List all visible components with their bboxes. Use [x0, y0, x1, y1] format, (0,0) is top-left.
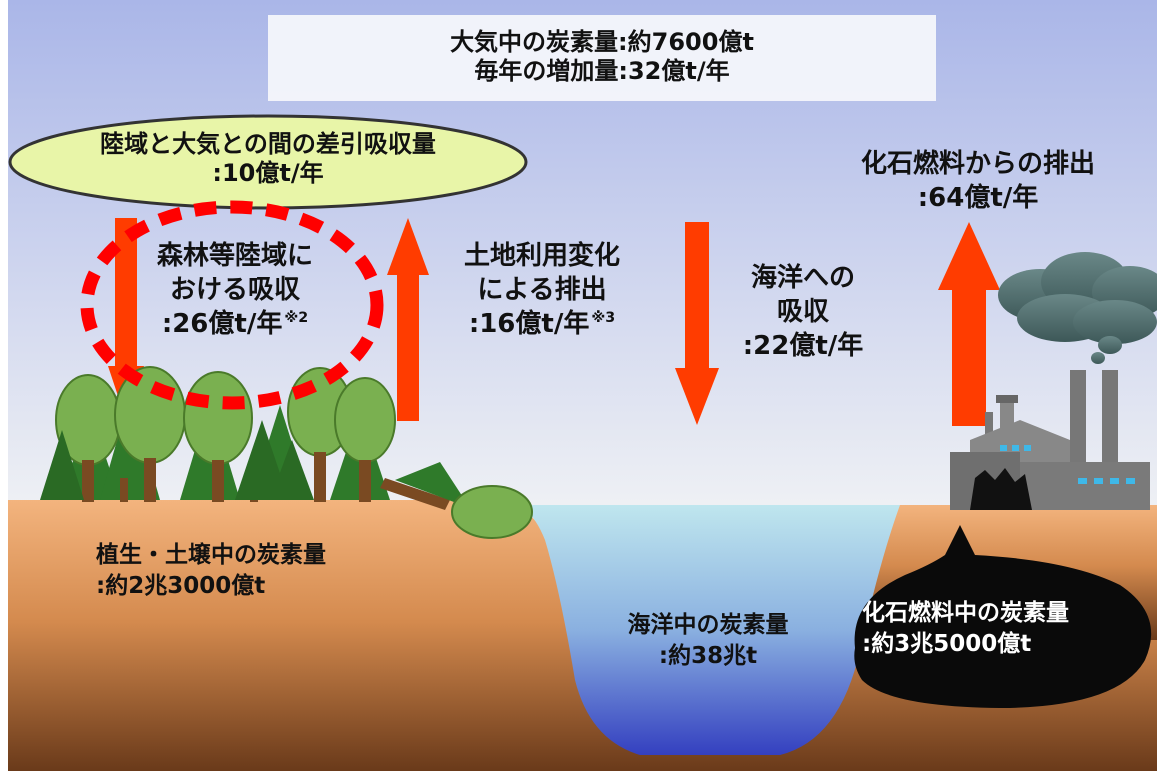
factory — [950, 370, 1150, 510]
ocean-absorption-line2: 吸収 — [776, 296, 829, 327]
land-net-label: 陸域と大気との間の差引吸収量 :10億t/年 — [20, 130, 516, 189]
fossil-emission-label: 化石燃料からの排出 :64億t/年 — [808, 148, 1148, 216]
atmosphere-label: 大気中の炭素量:約7600億t 毎年の増加量:32億t/年 — [268, 28, 936, 87]
vegetation-soil-line1: 植生・土壌中の炭素量 — [96, 542, 326, 568]
fossil-reserve-line2: :約3兆5000億t — [862, 631, 1032, 658]
forest-absorption-line2: おける吸収 — [169, 274, 300, 305]
ocean-absorption-label: 海洋への 吸収 :22億t/年 — [718, 262, 888, 363]
forest-absorption-label: 森林等陸域に おける吸収 :26億t/年※2 — [120, 240, 350, 341]
fossil-emission-line1: 化石燃料からの排出 — [860, 149, 1095, 179]
ocean-carbon-line1: 海洋中の炭素量 — [627, 612, 789, 638]
ocean-absorption-line3: :22億t/年 — [742, 330, 864, 361]
land-net-line1: 陸域と大気との間の差引吸収量 — [100, 130, 436, 158]
ocean-absorption-line1: 海洋への — [750, 263, 855, 293]
ocean-carbon-label: 海洋中の炭素量 :約38兆t — [578, 610, 838, 672]
ocean-carbon-line2: :約38兆t — [658, 643, 758, 670]
land-net-line2: :10億t/年 — [212, 159, 324, 188]
highlight-dashed-circle — [80, 200, 384, 410]
forest-absorption-value: :26億t/年 — [161, 308, 283, 339]
land-use-emission-arrow — [387, 218, 429, 421]
forest-absorption-line1: 森林等陸域に — [156, 241, 313, 271]
ocean-absorption-arrow — [675, 222, 719, 425]
land-use-label: 土地利用変化 による排出 :16億t/年※3 — [422, 240, 662, 341]
land-use-line1: 土地利用変化 — [463, 241, 620, 271]
land-use-note: ※3 — [591, 309, 616, 326]
vegetation-soil-label: 植生・土壌中の炭素量 :約2兆3000億t — [96, 540, 326, 602]
atmosphere-line2: 毎年の増加量:32億t/年 — [474, 57, 730, 86]
ocean-basin — [520, 505, 900, 755]
atmosphere-line1: 大気中の炭素量:約7600億t — [450, 28, 754, 56]
forest-absorption-note: ※2 — [284, 309, 309, 326]
fossil-emission-arrow — [938, 222, 1000, 426]
atmosphere-box — [268, 15, 936, 101]
land-use-line3: :16億t/年※3 — [422, 308, 662, 342]
fallen-tree — [380, 462, 533, 539]
land-use-line2: による排出 — [477, 274, 607, 305]
fossil-reserve-blob — [854, 525, 1152, 708]
soil-ground — [8, 500, 1157, 771]
fossil-reserve-label: 化石燃料中の炭素量 :約3兆5000億t — [862, 598, 1069, 660]
fossil-reserve-line1: 化石燃料中の炭素量 — [862, 600, 1069, 626]
fossil-emission-line2: :64億t/年 — [917, 182, 1039, 213]
land-use-value: :16億t/年 — [468, 308, 590, 339]
smoke-cloud — [998, 252, 1157, 364]
forest-absorption-line3: :26億t/年※2 — [120, 308, 350, 342]
vegetation-soil-line2: :約2兆3000億t — [96, 573, 266, 600]
